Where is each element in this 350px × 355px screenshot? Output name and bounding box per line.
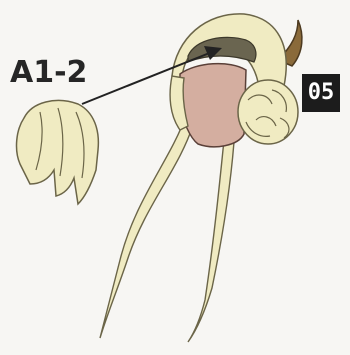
fringe-part-a1-2 [17, 100, 99, 204]
step-number-badge: 05 [302, 74, 340, 112]
left-hair-strand [100, 118, 194, 338]
right-hair-strand [188, 128, 235, 342]
hair-bun [238, 80, 298, 144]
head-part [180, 64, 246, 147]
part-label: A1-2 [10, 58, 87, 88]
